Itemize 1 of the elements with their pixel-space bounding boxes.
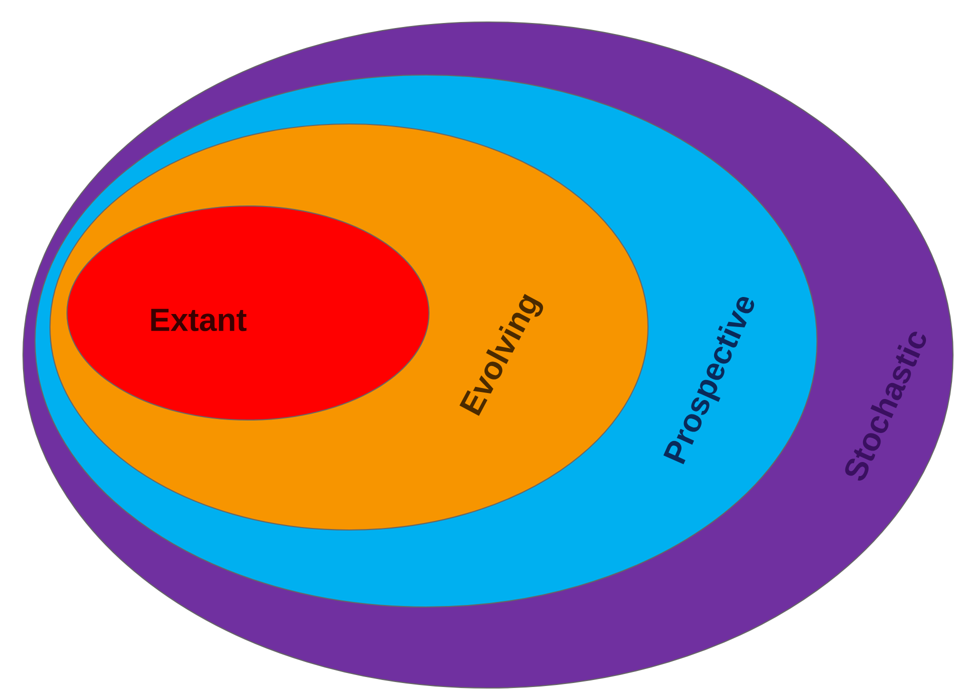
ellipse-label: Extant (151, 308, 246, 332)
